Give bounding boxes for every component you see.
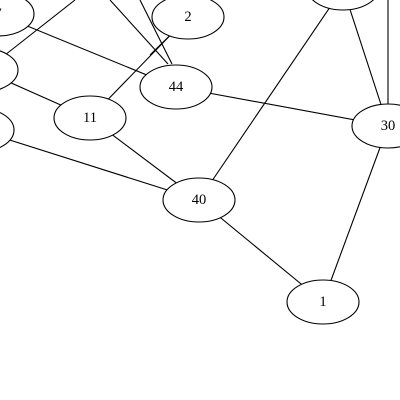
edge-layer <box>0 0 389 303</box>
graph-node-7: 7 <box>0 0 35 37</box>
edge-nT-n30 <box>346 0 389 127</box>
node-ellipse <box>53 95 127 141</box>
node-ellipse <box>312 0 374 11</box>
node-label: 44 <box>169 79 184 95</box>
edge-offscreen <box>109 0 169 65</box>
edge-offscreen <box>4 0 76 56</box>
node-ellipse <box>162 177 236 223</box>
node-label: 30 <box>381 118 396 134</box>
node-ellipse <box>0 0 35 37</box>
node-ellipse <box>351 103 400 149</box>
graph-node-11: 11 <box>53 95 127 141</box>
node-ellipse <box>139 64 213 110</box>
graph-node-nT <box>312 0 374 11</box>
node-ellipse <box>0 50 19 90</box>
edge-offscreen <box>139 0 173 65</box>
graph-node-30: 30 <box>351 103 400 149</box>
node-label: 40 <box>192 192 207 208</box>
edge-n40-nT <box>198 0 336 201</box>
graph-node-2: 2 <box>151 0 225 40</box>
graph-node-44: 44 <box>139 64 213 110</box>
node-label: 11 <box>83 110 97 126</box>
edge-nL2-n40 <box>0 136 200 201</box>
graph-node-1: 1 <box>286 279 360 325</box>
edge-n44-n30 <box>175 86 389 127</box>
node-ellipse <box>151 0 225 40</box>
node-ellipse <box>286 279 360 325</box>
node-label: 2 <box>184 9 191 25</box>
node-ellipse <box>0 111 15 149</box>
node-label: 7 <box>0 6 2 22</box>
node-layer: 7 2 44 11 30 40 1 <box>0 0 400 325</box>
node-label: 1 <box>319 294 326 310</box>
graph-node-nL <box>0 50 19 90</box>
edge-n30-n1 <box>322 125 389 303</box>
graph-node-40: 40 <box>162 177 236 223</box>
graph-node-nL2 <box>0 111 15 149</box>
